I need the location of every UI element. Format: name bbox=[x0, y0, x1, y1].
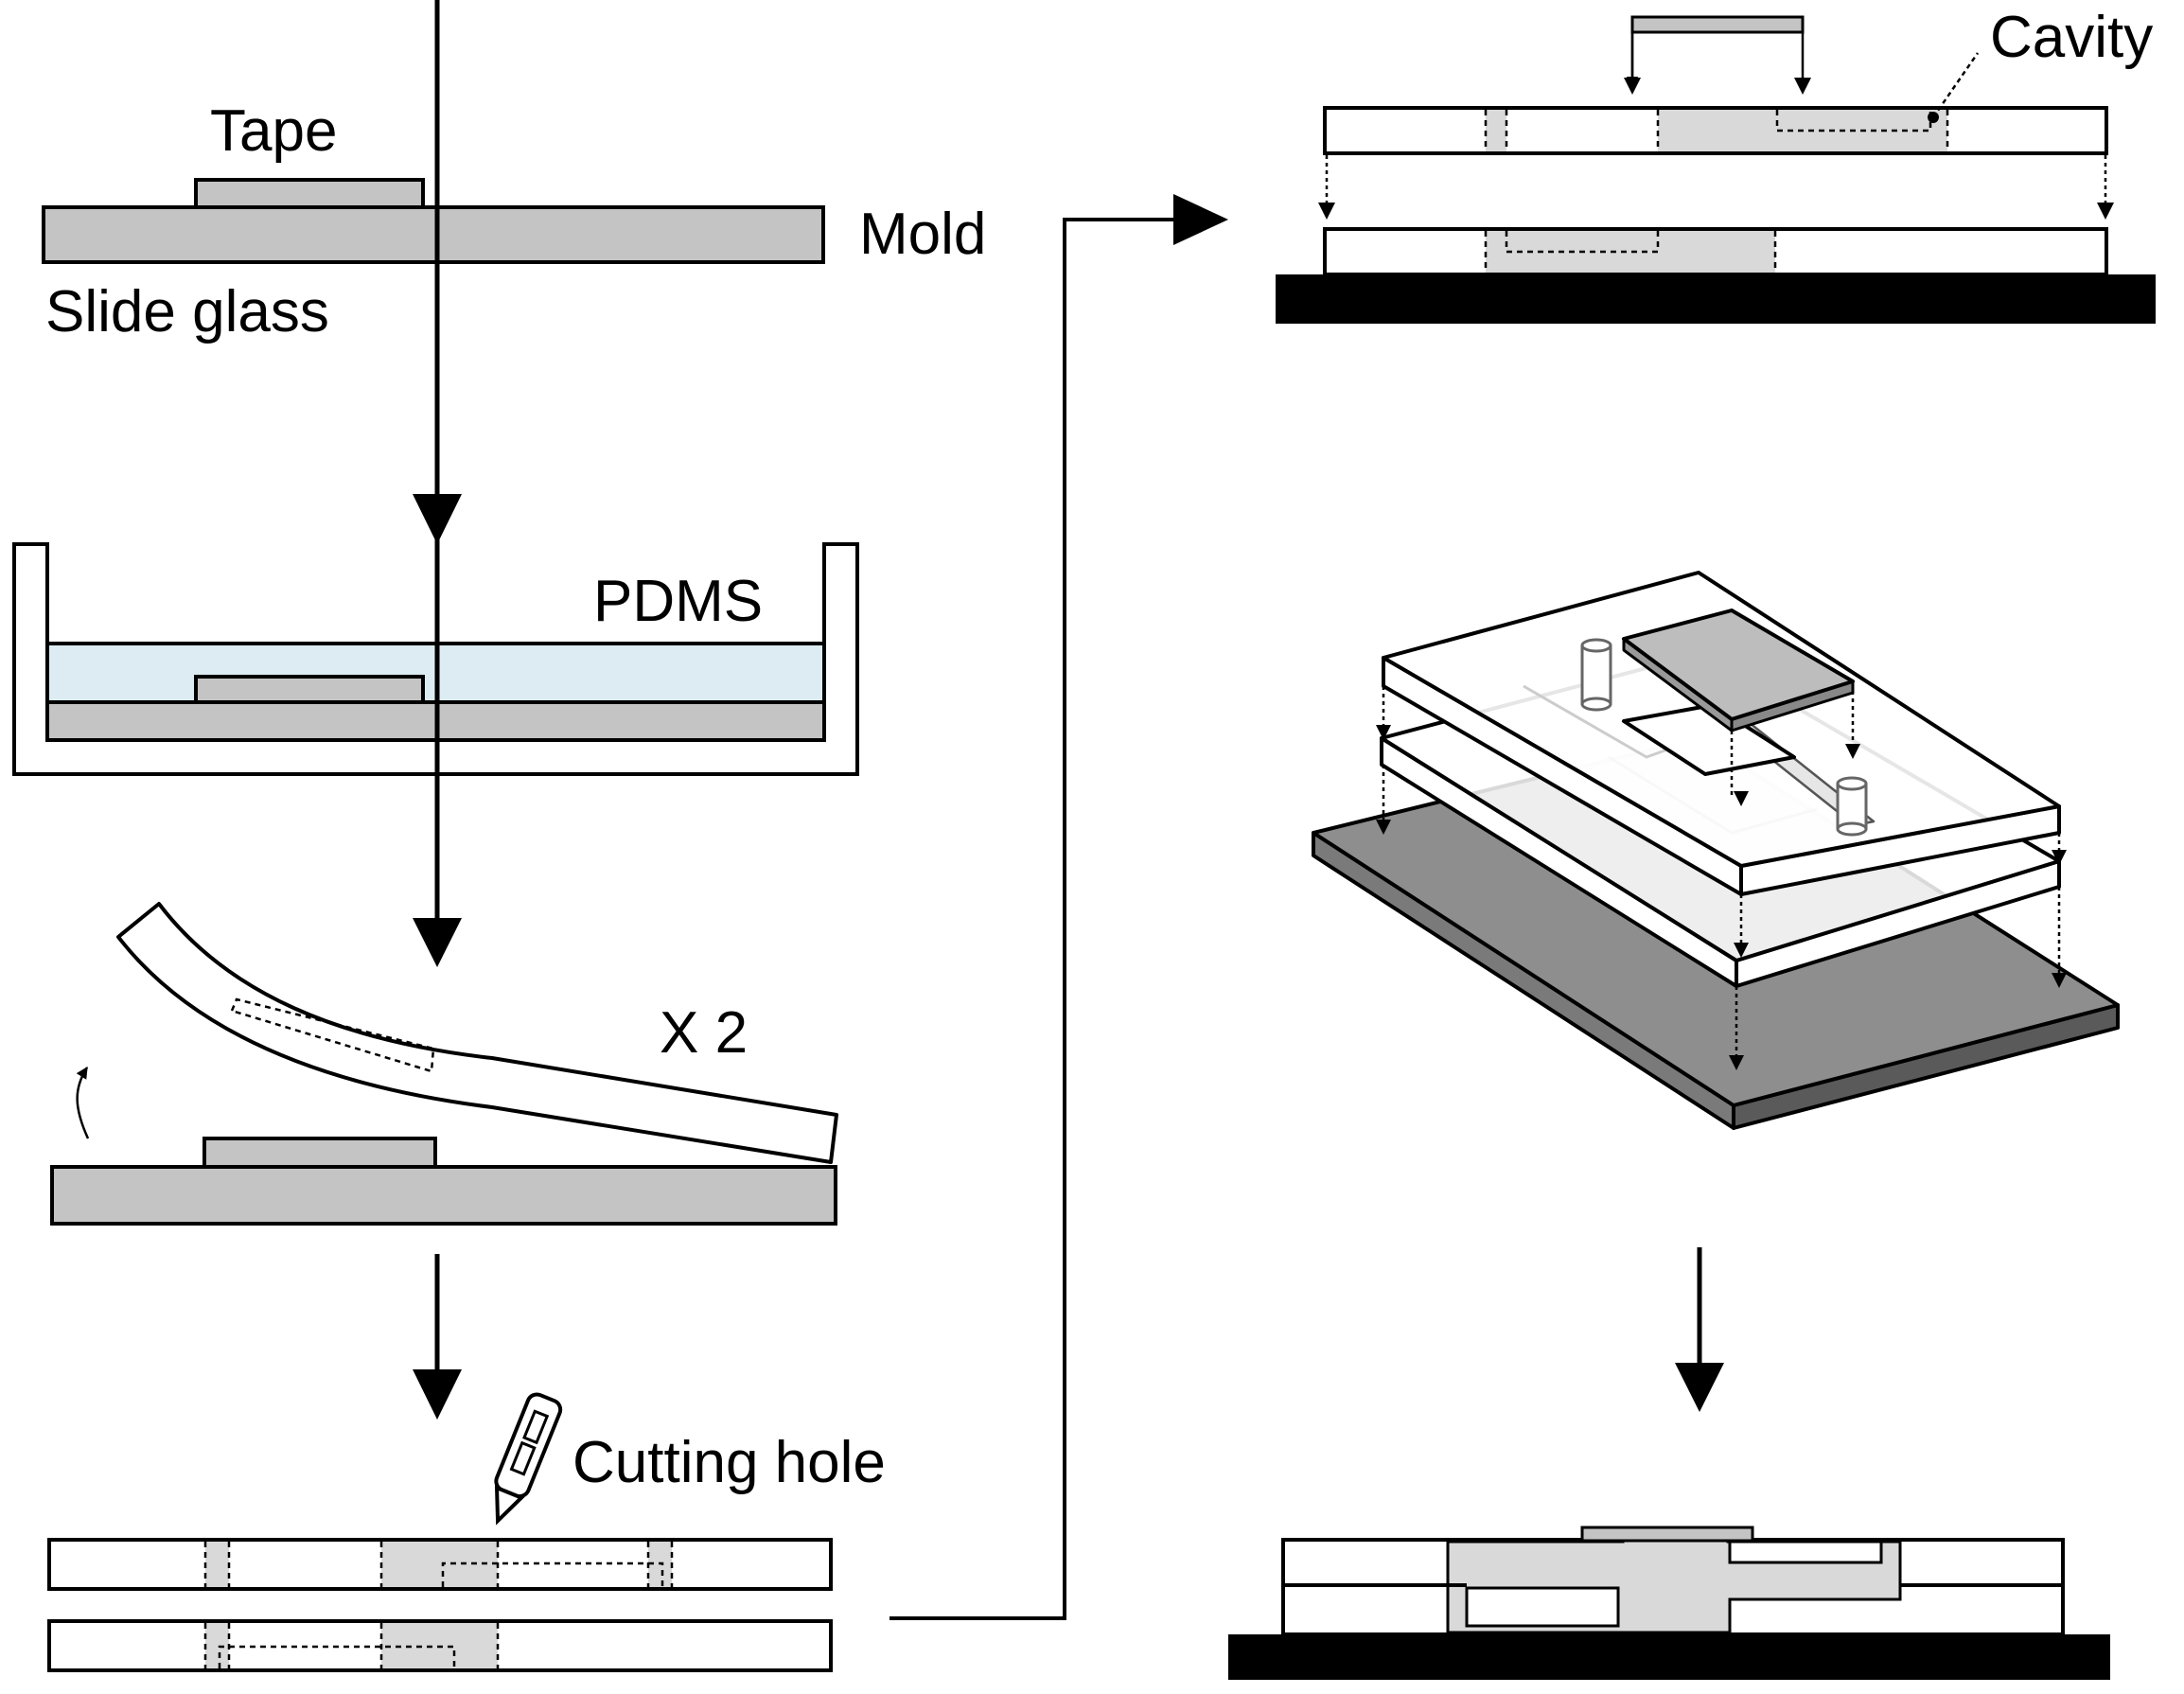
peel-glass bbox=[50, 1165, 837, 1226]
final-tape bbox=[1580, 1526, 1754, 1543]
cutting-hole-label: Cutting hole bbox=[572, 1430, 886, 1495]
slide-glass bbox=[42, 205, 825, 264]
step7-final-device bbox=[1228, 1526, 2110, 1680]
cavity-label: Cavity bbox=[1990, 5, 2153, 70]
repeat-label: X 2 bbox=[660, 1000, 748, 1066]
step1-mold: Tape Mold Slide glass bbox=[42, 98, 986, 344]
cutting-knife-icon bbox=[494, 1392, 563, 1526]
mold-label: Mold bbox=[859, 202, 986, 267]
tape-strip bbox=[194, 178, 425, 209]
peeled-channel-outline bbox=[230, 997, 435, 1073]
iso-cavity-square bbox=[1622, 703, 1796, 776]
section-base bbox=[1276, 274, 2156, 324]
tape-label: Tape bbox=[210, 98, 337, 164]
iso-inlet-tube bbox=[1580, 638, 1612, 712]
peel-direction-arrow bbox=[76, 1066, 90, 1139]
step5-stack-section: Cavity bbox=[1276, 5, 2156, 324]
iso-outlet-tube bbox=[1836, 776, 1868, 837]
pdms-label: PDMS bbox=[593, 569, 763, 634]
container bbox=[12, 542, 859, 776]
peeled-pdms-sheet bbox=[116, 902, 838, 1164]
step4-cut: Cutting hole bbox=[47, 1392, 886, 1672]
transition-arrow bbox=[889, 194, 1228, 1620]
final-base bbox=[1228, 1634, 2110, 1680]
slide-glass-label: Slide glass bbox=[45, 279, 329, 344]
down-arrow-2 bbox=[413, 0, 462, 967]
tape-piece bbox=[1630, 15, 1805, 34]
step6-isometric bbox=[1312, 571, 2120, 1130]
down-arrow-right bbox=[1675, 1247, 1724, 1412]
iso-tape-square bbox=[1622, 609, 1855, 721]
down-arrow-3 bbox=[413, 1254, 462, 1420]
step3-peel: X 2 bbox=[50, 902, 838, 1226]
tape-in-container bbox=[194, 675, 425, 704]
peel-tape bbox=[203, 1137, 437, 1169]
